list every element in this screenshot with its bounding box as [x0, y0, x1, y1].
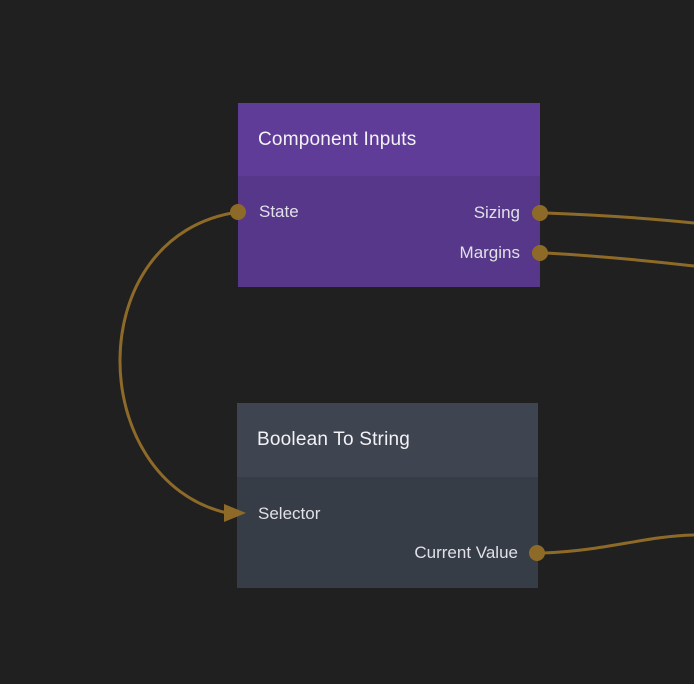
- wire-current-value-offscreen[interactable]: [542, 533, 694, 555]
- port-label-sizing: Sizing: [473, 203, 520, 222]
- port-label-current-value: Current Value: [414, 543, 518, 562]
- port-state[interactable]: [230, 204, 246, 220]
- port-current-value[interactable]: [529, 545, 545, 561]
- wire-sizing-offscreen[interactable]: [545, 211, 694, 225]
- port-sizing[interactable]: [532, 205, 548, 221]
- node-component-inputs-header[interactable]: Component Inputs: [238, 103, 540, 176]
- node-component-inputs[interactable]: Component Inputs State Sizing Margins: [238, 103, 540, 287]
- node-boolean-to-string[interactable]: Boolean To String Selector Current Value: [237, 403, 538, 588]
- node-title: Boolean To String: [257, 429, 411, 450]
- port-label-selector: Selector: [258, 504, 321, 523]
- port-margins[interactable]: [532, 245, 548, 261]
- wire-state-to-selector[interactable]: [118, 210, 239, 515]
- node-boolean-to-string-header[interactable]: Boolean To String: [237, 403, 538, 477]
- port-label-margins: Margins: [459, 243, 520, 262]
- port-label-state: State: [259, 202, 299, 221]
- wire-margins-offscreen[interactable]: [545, 251, 694, 268]
- node-title: Component Inputs: [258, 128, 417, 150]
